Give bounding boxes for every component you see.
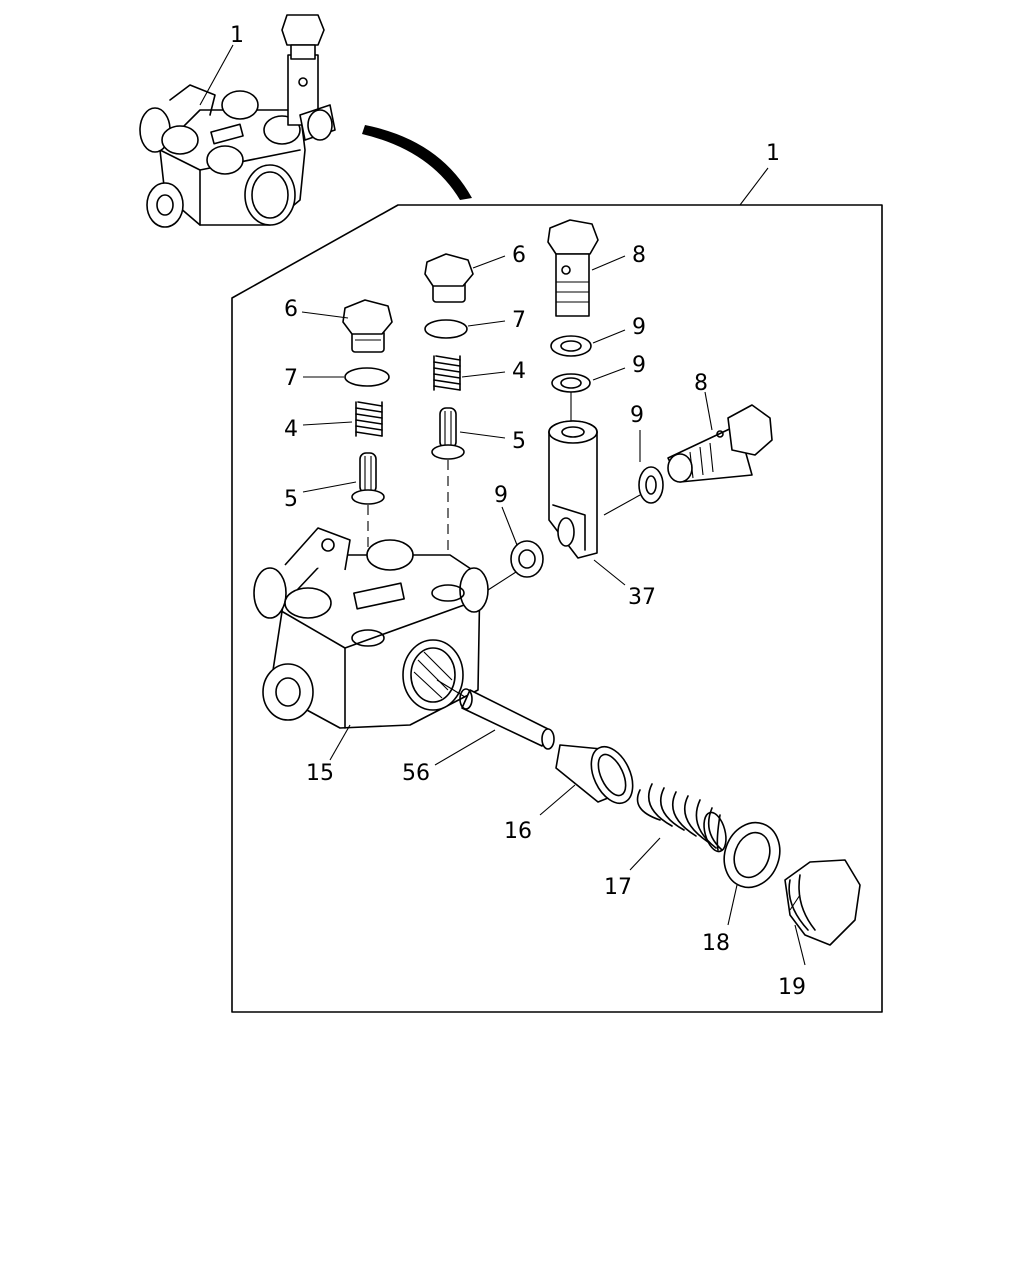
callout-washer-a: 9	[632, 315, 646, 340]
callout-washer-b: 9	[632, 353, 646, 378]
callout-gasket: 18	[702, 931, 730, 956]
callout-assembly-frame: 1	[766, 141, 780, 166]
spring-mid	[433, 355, 461, 391]
pin-mid	[431, 407, 465, 460]
valve-body-15	[253, 527, 489, 729]
detail-frame	[231, 204, 883, 1013]
connector-37	[548, 420, 598, 559]
spring-left	[355, 401, 383, 437]
callout-rod: 56	[402, 761, 430, 786]
callout-washer-c: 9	[630, 403, 644, 428]
callout-cap: 19	[778, 975, 806, 1000]
callout-spring-large: 17	[604, 875, 632, 900]
oring-left	[344, 367, 390, 387]
plug-left	[342, 299, 393, 353]
cap-19	[784, 859, 861, 946]
banjo-bolt-top	[547, 219, 599, 317]
callout-body: 15	[306, 761, 334, 786]
callout-plug-left: 6	[284, 297, 298, 322]
callout-assembly-top: 1	[230, 23, 244, 48]
oring-mid	[424, 319, 468, 339]
callout-banjo-side: 8	[694, 371, 708, 396]
callout-oring-left: 7	[284, 366, 298, 391]
plug-mid	[424, 253, 474, 303]
callout-spring-left: 4	[284, 417, 298, 442]
callout-pin-left: 5	[284, 487, 298, 512]
callout-plug-mid: 6	[512, 243, 526, 268]
gasket-18	[723, 821, 781, 889]
spring-17	[636, 783, 727, 853]
callout-spring-mid: 4	[512, 359, 526, 384]
inset-assembly	[139, 14, 336, 228]
washer-c	[638, 466, 664, 504]
washer-d	[510, 540, 544, 578]
callout-washer-d: 9	[494, 483, 508, 508]
callout-pin-mid: 5	[512, 429, 526, 454]
pointer-arrow	[362, 125, 472, 200]
callout-connector: 37	[628, 585, 656, 610]
callout-oring-mid: 7	[512, 308, 526, 333]
sleeve-16	[555, 744, 634, 805]
callout-banjo-top: 8	[632, 243, 646, 268]
rod-56	[459, 688, 555, 750]
washer-a	[550, 335, 592, 357]
callout-sleeve: 16	[504, 819, 532, 844]
pin-left	[351, 452, 385, 505]
washer-b	[551, 373, 591, 393]
banjo-bolt-side	[667, 404, 773, 483]
